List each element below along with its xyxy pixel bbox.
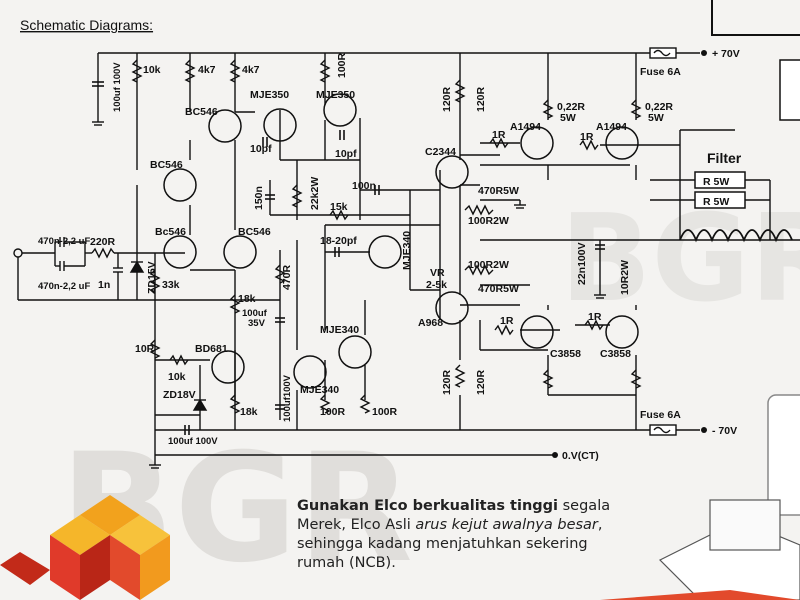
- lbl-r1r-b: 1R: [580, 131, 594, 143]
- neg-terminal: [701, 427, 707, 433]
- lbl-c2344: C2344: [425, 146, 456, 158]
- fuses: [649, 47, 677, 436]
- lbl-r100r2w-b: 100R2W: [468, 259, 509, 271]
- lbl-r100r2w-a: 100R2W: [468, 215, 509, 227]
- lbl-r120r-b: 120R: [475, 86, 487, 112]
- lbl-r22k: 22k2W: [309, 177, 321, 210]
- transistors: [163, 93, 639, 389]
- page-title: Schematic Diagrams:: [20, 17, 153, 33]
- resistors: [131, 59, 642, 414]
- lbl-r10k-b: 10k: [168, 371, 186, 383]
- lbl-vr-val: 2-5k: [426, 279, 447, 291]
- pos-terminal: [701, 50, 707, 56]
- side-panel: [779, 59, 800, 121]
- lbl-a1494-b: A1494: [596, 121, 627, 133]
- fuse-bot-label: Fuse 6A: [640, 409, 681, 421]
- lbl-r10r: 10R: [135, 343, 155, 355]
- lbl-r022-b: 0,22R: [645, 101, 673, 113]
- lbl-r120r-c: 120R: [441, 369, 453, 395]
- lbl-c100uf35: 100uf: [242, 308, 268, 319]
- lbl-r4k7-a: 4k7: [198, 64, 216, 76]
- lbl-c-in2: 470n-2,2 uF: [38, 281, 90, 292]
- lbl-c3858-a: C3858: [550, 348, 581, 360]
- lbl-c100n: 100n: [352, 180, 376, 192]
- lbl-c-1n: 1n: [98, 279, 110, 291]
- zener-diodes: [129, 260, 208, 411]
- lbl-vr: VR: [430, 267, 445, 279]
- lbl-mje350-b: MJE350: [316, 89, 355, 101]
- lbl-mje340-b: MJE340: [320, 324, 359, 336]
- lbl-r100r-top: 100R: [336, 52, 348, 78]
- lbl-mje340-c: MJE340: [300, 384, 339, 396]
- lbl-c100uf35v: 35V: [248, 318, 266, 329]
- caption-text-1: segala Merek, Elco Asli: [297, 498, 611, 533]
- lbl-mje350-a: MJE350: [250, 89, 289, 101]
- lbl-r470r5w-b: 470R5W: [478, 283, 519, 295]
- lbl-r1r-c: 1R: [500, 315, 514, 327]
- caption-text-2: , sehingga kadang menjatuhkan sekering r…: [297, 517, 603, 571]
- lbl-c100u-top: 100uf 100V: [112, 62, 123, 112]
- component-labels: + 70V - 70V 0.V(CT) Fuse 6A Fuse 6A Filt…: [38, 48, 742, 462]
- lbl-r15k: 15k: [330, 201, 348, 213]
- lbl-zd18: ZD18V: [163, 389, 196, 401]
- lbl-r1r-a: 1R: [492, 129, 506, 141]
- lbl-r18k-b: 18k: [240, 406, 258, 418]
- lbl-c100uf100-b: 100uf100V: [282, 374, 293, 422]
- lbl-r-in: 220R: [90, 236, 116, 248]
- lbl-r18k-a: 18k: [238, 293, 256, 305]
- lbl-r022-a: 0,22R: [557, 101, 585, 113]
- lbl-c-in1: 470n-2,2 uF: [38, 236, 90, 247]
- lbl-c3858-b: C3858: [600, 348, 631, 360]
- lbl-bc546-a: BC546: [185, 106, 218, 118]
- lbl-c18pf: 18-20pf: [320, 235, 357, 247]
- caption-bold: Gunakan Elco berkualitas tinggi: [297, 498, 559, 514]
- lbl-a968: A968: [418, 317, 443, 329]
- brand-logo: [0, 495, 170, 600]
- lbl-r100r-b: 100R: [320, 406, 346, 418]
- lbl-c22n: 22n100V: [576, 242, 588, 285]
- lbl-r022-b2: 5W: [648, 112, 664, 124]
- lbl-r10r2w: 10R2W: [619, 260, 631, 295]
- lbl-mje340-a: MJE340: [401, 231, 413, 270]
- capacitor-photo: [600, 394, 800, 600]
- lbl-zd15: ZD15V: [146, 261, 158, 294]
- lbl-r022-a2: 5W: [560, 112, 576, 124]
- ground-label: 0.V(CT): [562, 450, 599, 462]
- lbl-r470r5w-a: 470R5W: [478, 185, 519, 197]
- caption-italic: arus kejut awalnya besar: [415, 517, 598, 533]
- filter-resistor-2: [694, 191, 746, 209]
- lbl-r10k-a: 10k: [143, 64, 161, 76]
- lbl-bc546-b: BC546: [150, 159, 183, 171]
- lbl-r1r-d: 1R: [588, 311, 602, 323]
- lbl-r4k7-b: 4k7: [242, 64, 260, 76]
- filter-r2-label: R 5W: [703, 196, 729, 208]
- lbl-c100uf-bot: 100uf 100V: [168, 436, 218, 447]
- lbl-a1494-a: A1494: [510, 121, 541, 133]
- filter-r1-label: R 5W: [703, 176, 729, 188]
- lbl-c10pf-a: 10pf: [250, 143, 272, 155]
- pos-rail-label: + 70V: [712, 48, 740, 60]
- lbl-r120r-d: 120R: [475, 369, 487, 395]
- lbl-r470r: 470R: [281, 264, 293, 290]
- filter-inductor: [679, 229, 793, 243]
- frame-box: [711, 0, 800, 36]
- fuse-top-label: Fuse 6A: [640, 66, 681, 78]
- lbl-c150n: 150n: [253, 186, 265, 210]
- lbl-bc546-c: Bc546: [155, 226, 186, 238]
- capacitors: [92, 81, 605, 435]
- filter-resistor-1: [694, 171, 746, 189]
- lbl-r120r-a: 120R: [441, 86, 453, 112]
- ground-terminal: [552, 452, 558, 458]
- lbl-bd681: BD681: [195, 343, 228, 355]
- lbl-c10pf-b: 10pf: [335, 148, 357, 160]
- filter-label: Filter: [707, 150, 742, 166]
- lbl-bc546-d: BC546: [238, 226, 271, 238]
- lbl-r100r-c: 100R: [372, 406, 398, 418]
- lbl-r33k: 33k: [162, 279, 180, 291]
- neg-rail-label: - 70V: [712, 425, 737, 437]
- caption-text: Gunakan Elco berkualitas tinggi segala M…: [297, 497, 627, 573]
